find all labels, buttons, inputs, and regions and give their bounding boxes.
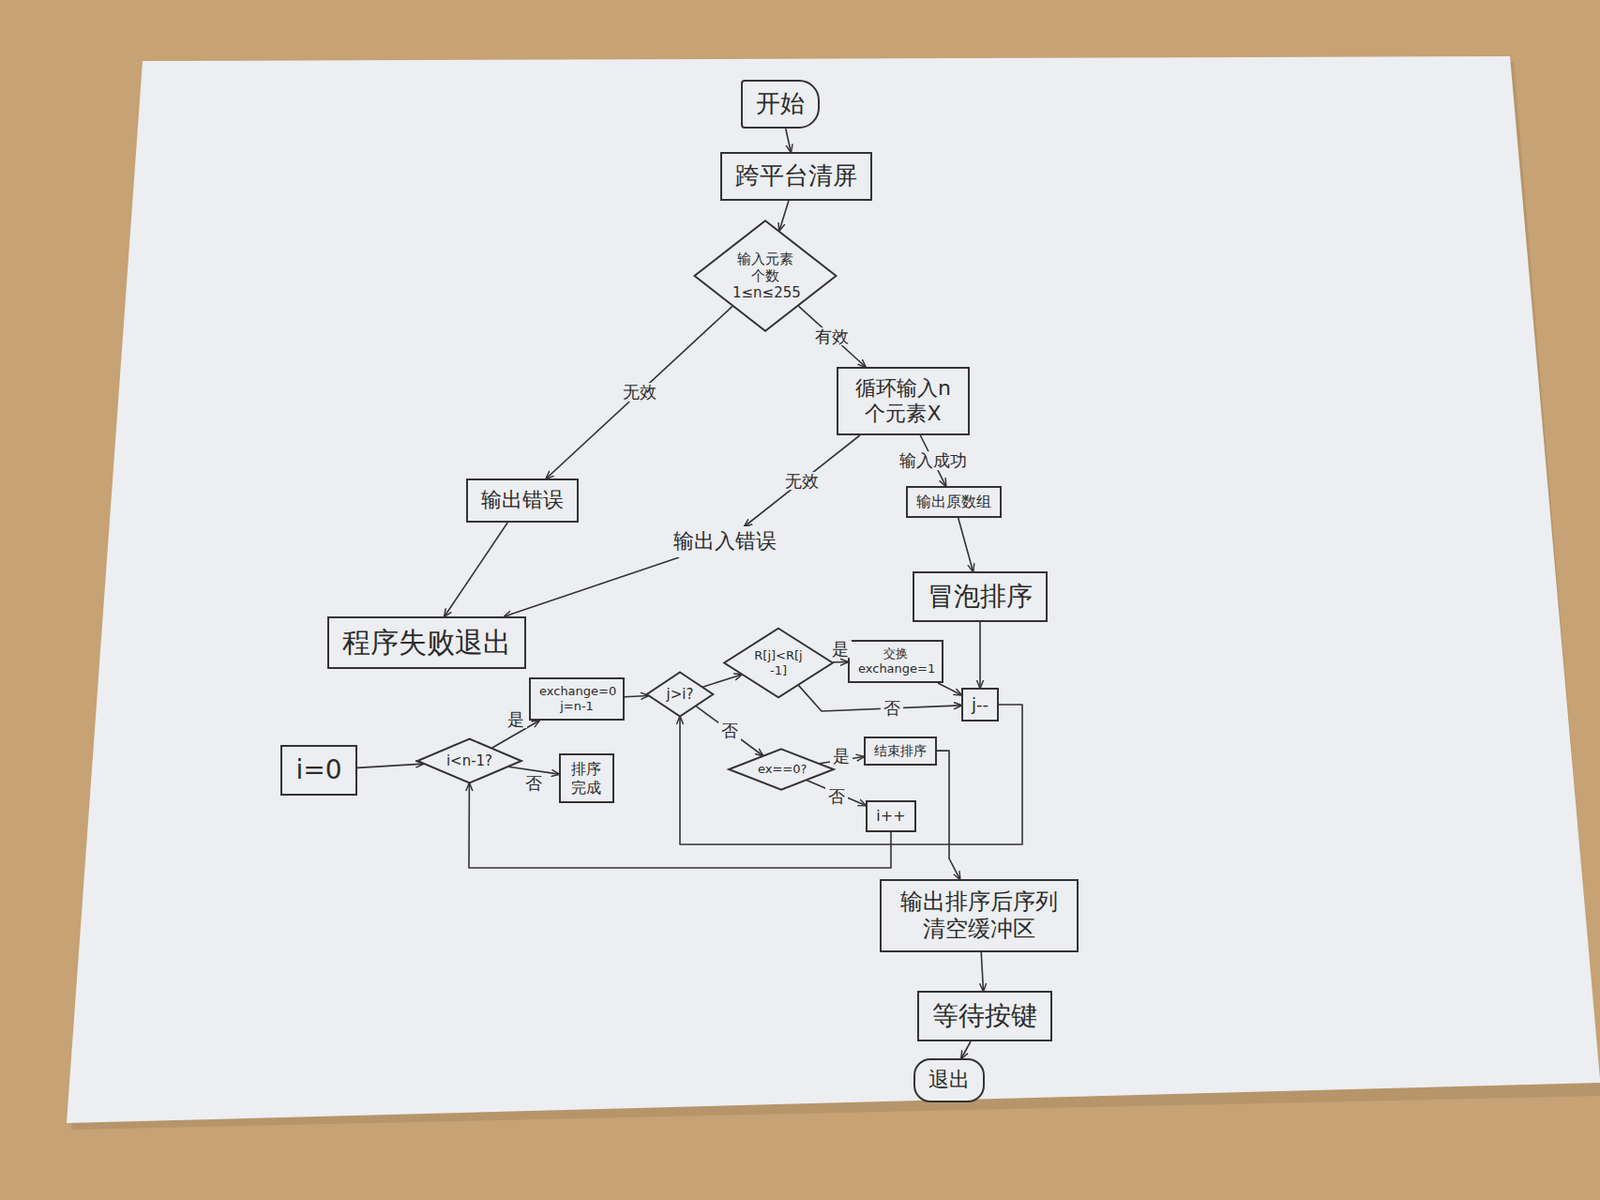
edge-label: 否 — [718, 721, 741, 740]
flow-arrow — [799, 305, 866, 367]
flow-arrow — [806, 780, 866, 806]
node-text: 输出排序后序列 清空缓冲区 — [894, 888, 1064, 943]
flow-arrow — [832, 661, 848, 664]
edge-label: 有效 — [812, 327, 852, 347]
node-text: exchange=0 j=n-1 — [539, 683, 615, 713]
flow-arrow — [744, 435, 861, 527]
node-text: 冒泡排序 — [927, 580, 1033, 613]
start-terminal: 开始 — [740, 79, 820, 129]
flow-arrow — [958, 517, 974, 572]
edge-label: 无效 — [619, 382, 660, 402]
node-text: 等待按键 — [932, 999, 1038, 1032]
node-text: 排序完成 — [569, 759, 604, 796]
flow-arrow — [702, 674, 741, 687]
edge-label: 输入成功 — [896, 451, 970, 470]
edge-label: 否 — [522, 773, 545, 793]
node-text: ex==0? — [757, 761, 805, 777]
edge-label: 否 — [825, 786, 848, 806]
edge-label: 是 — [504, 709, 528, 729]
diamond-shape — [417, 738, 522, 783]
process-box: 排序完成 — [558, 753, 615, 803]
diamond-shape — [728, 748, 834, 789]
process-box: 跨平台清屏 — [720, 151, 873, 201]
flow-arrow — [679, 704, 1023, 845]
decision-diamond: R[j]<R[j-1] — [723, 627, 834, 698]
process-box: 输出排序后序列 清空缓冲区 — [879, 878, 1079, 952]
flow-arrow — [508, 766, 559, 774]
flow-arrow — [785, 128, 792, 152]
node-text: j-- — [971, 694, 989, 715]
node-text: 跨平台清屏 — [735, 161, 858, 191]
flow-arrow — [695, 706, 763, 756]
process-box: 结束排序 — [863, 736, 937, 766]
node-text: 交换 exchange=1 — [858, 646, 934, 676]
process-box: 输出错误 — [466, 478, 579, 523]
process-box: 等待按键 — [917, 990, 1053, 1042]
node-text: 输出入错误 — [673, 528, 777, 554]
flow-arrow — [357, 763, 423, 768]
node-text: j>i? — [666, 685, 695, 703]
process-box: exchange=0 j=n-1 — [528, 677, 625, 721]
flow-arrow — [981, 951, 983, 991]
edge-label: 是 — [829, 639, 852, 659]
edge-label: 否 — [880, 698, 904, 718]
process-note: 输出入错误 — [668, 526, 782, 558]
node-text: 程序失败退出 — [342, 625, 512, 660]
flow-arrow — [545, 306, 732, 479]
diamond-shape — [647, 671, 714, 716]
node-text: 输出原数组 — [916, 492, 992, 511]
diamond-shape — [724, 628, 833, 698]
decision-diamond: 输入元素个数 1≤n≤255 — [693, 219, 838, 333]
node-text: 循环输入n个元素X — [851, 376, 955, 426]
decision-diamond: j>i? — [646, 671, 714, 717]
process-box: i=0 — [280, 744, 358, 796]
paper-sheet-face — [66, 56, 1600, 1123]
flow-arrow — [504, 557, 680, 617]
decision-diamond: ex==0? — [727, 748, 835, 790]
flow-arrow — [979, 621, 982, 688]
flow-arrow — [624, 695, 649, 697]
process-box: 输出原数组 — [905, 485, 1002, 518]
node-text: 开始 — [755, 89, 805, 119]
end-terminal: 退出 — [913, 1057, 985, 1102]
node-text: 退出 — [928, 1067, 970, 1092]
flow-arrow — [961, 1041, 971, 1058]
flow-arrow — [444, 522, 508, 617]
diamond-shape — [694, 220, 837, 332]
process-box: 程序失败退出 — [327, 616, 527, 669]
edge-label: 是 — [830, 746, 853, 766]
process-box: 循环输入n个元素X — [836, 366, 970, 436]
node-text: i<n-1? — [446, 752, 493, 770]
node-text: 输入元素个数 1≤n≤255 — [732, 250, 799, 302]
node-text: 输出错误 — [481, 487, 564, 513]
node-text: 结束排序 — [874, 742, 927, 759]
flow-arrow — [937, 682, 962, 695]
node-text: R[j]<R[j-1] — [754, 648, 803, 678]
flow-arrow — [779, 200, 789, 231]
flow-arrow — [936, 750, 961, 879]
node-text: i++ — [875, 806, 906, 825]
process-box: i++ — [865, 800, 917, 832]
process-box: 交换 exchange=1 — [847, 639, 944, 683]
process-box: j-- — [961, 687, 999, 722]
edge-label: 无效 — [782, 471, 822, 491]
node-text: i=0 — [295, 754, 342, 786]
decision-diamond: i<n-1? — [416, 738, 523, 784]
process-box: 冒泡排序 — [912, 571, 1048, 622]
